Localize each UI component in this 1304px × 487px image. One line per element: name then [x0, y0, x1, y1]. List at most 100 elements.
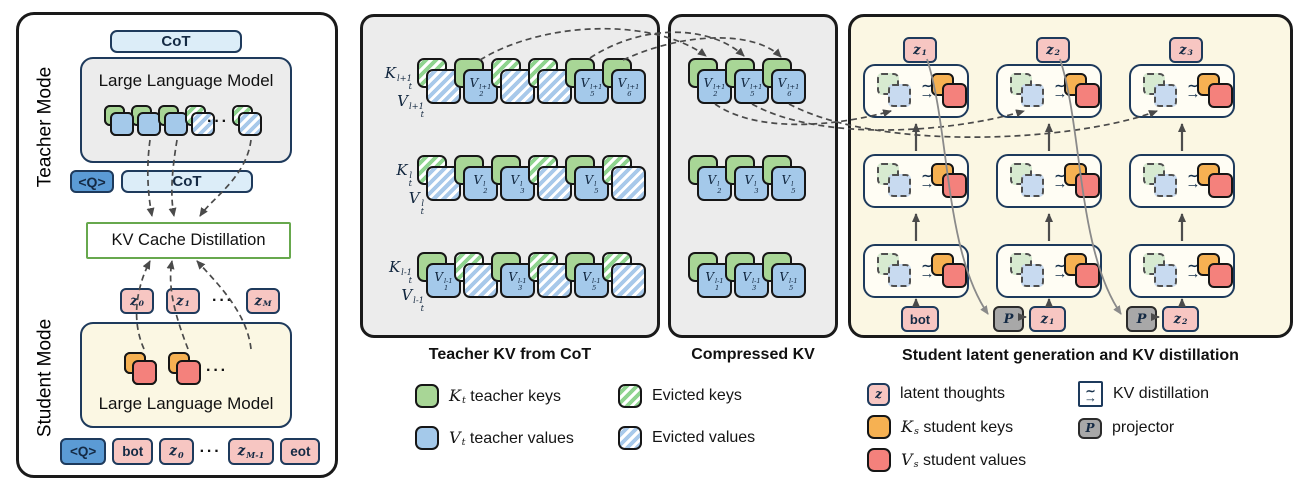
- sequence-token: eot: [280, 438, 321, 465]
- kv-token-pair: [528, 252, 572, 298]
- distillation-cell: ∼→: [1129, 244, 1235, 298]
- legend-item-label: Vs student values: [901, 449, 1027, 471]
- teacher-value-ghost: [888, 264, 911, 287]
- math-label: z3: [1179, 42, 1193, 58]
- teacher-token-pair: [185, 105, 215, 137]
- legend-item: Vs student values: [867, 447, 1026, 473]
- projector-box: P: [1126, 306, 1157, 332]
- ellipsis: ···: [206, 362, 228, 379]
- kv-distillation-swatch: ∼→: [1078, 381, 1103, 407]
- student-value-token: [132, 360, 157, 385]
- projector-box: P: [993, 306, 1024, 332]
- legend-item-label: Evicted values: [652, 429, 756, 446]
- legend-item-label: Vt teacher values: [449, 427, 574, 449]
- latent-token-top: z1: [903, 37, 937, 63]
- kv-token-pair: [417, 155, 461, 201]
- math-label: Ks: [901, 416, 919, 438]
- teacher-token-pair: [131, 105, 161, 137]
- projector-swatch: P: [1078, 417, 1102, 439]
- teacher-value-swatch: [415, 426, 439, 450]
- student-value-token: [1075, 83, 1100, 108]
- student-value-swatch: [867, 448, 891, 472]
- math-label: Kt: [449, 385, 466, 407]
- student-value-token: [1075, 263, 1100, 288]
- teacher-value-token: [110, 112, 134, 136]
- kv-token-pair: [602, 252, 646, 298]
- latent-token-bottom: z2: [1162, 306, 1199, 332]
- teacher-value-token: [238, 112, 262, 136]
- compressed-kv-caption: Compressed KV: [691, 346, 815, 363]
- student-value-token: [1208, 263, 1233, 288]
- latent-token-top: z3: [1169, 37, 1203, 63]
- student-value-token: [1075, 173, 1100, 198]
- student-pair-row: ···: [124, 352, 284, 386]
- legend-item-label: Evicted keys: [652, 387, 742, 404]
- teacher-token-pair: [232, 105, 262, 137]
- math-label: z: [875, 387, 882, 401]
- ellipsis: ···: [199, 442, 222, 460]
- teacher-value-ghost: [888, 84, 911, 107]
- distillation-cell: ∼→: [863, 244, 969, 298]
- kv-distillation-icon: ∼→: [1185, 78, 1201, 102]
- distillation-cell: ∼→: [996, 64, 1102, 118]
- cot-box-mid: CoT: [121, 170, 253, 193]
- distillation-cell: ∼→: [863, 154, 969, 208]
- kv-token-pair: [454, 252, 498, 298]
- kv-token-pair: [491, 58, 535, 104]
- teacher-value-ghost: [1154, 174, 1177, 197]
- legend-item: Ks student keys: [867, 414, 1013, 440]
- math-label: P: [1085, 421, 1095, 435]
- math-label: z1: [176, 293, 190, 309]
- kv-token-pair: [602, 155, 646, 201]
- math-label: z1: [913, 42, 927, 58]
- teacher-token-pair: [158, 105, 188, 137]
- teacher-kv-caption: Teacher KV from CoT: [428, 346, 592, 363]
- math-label: P: [1003, 311, 1014, 327]
- math-label: z1: [1040, 311, 1055, 327]
- student-value-token: [942, 263, 967, 288]
- legend-item: Kt teacher keys: [415, 383, 561, 409]
- math-label: z2: [1046, 42, 1060, 58]
- kv-token-pair: [417, 58, 461, 104]
- math-label: z0: [130, 293, 144, 309]
- student-key-swatch: [867, 415, 891, 439]
- latent-token: z1: [166, 288, 200, 314]
- latent-token-bottom: bot: [901, 306, 939, 332]
- kv-cache-distillation-box: KV Cache Distillation: [86, 222, 291, 259]
- student-panel-caption: Student latent generation and KV distill…: [902, 347, 1239, 364]
- legend-item: Evicted values: [618, 425, 755, 451]
- ellipsis: ···: [212, 292, 234, 309]
- teacher-value-token: [611, 263, 646, 298]
- math-label: Vt: [449, 427, 466, 449]
